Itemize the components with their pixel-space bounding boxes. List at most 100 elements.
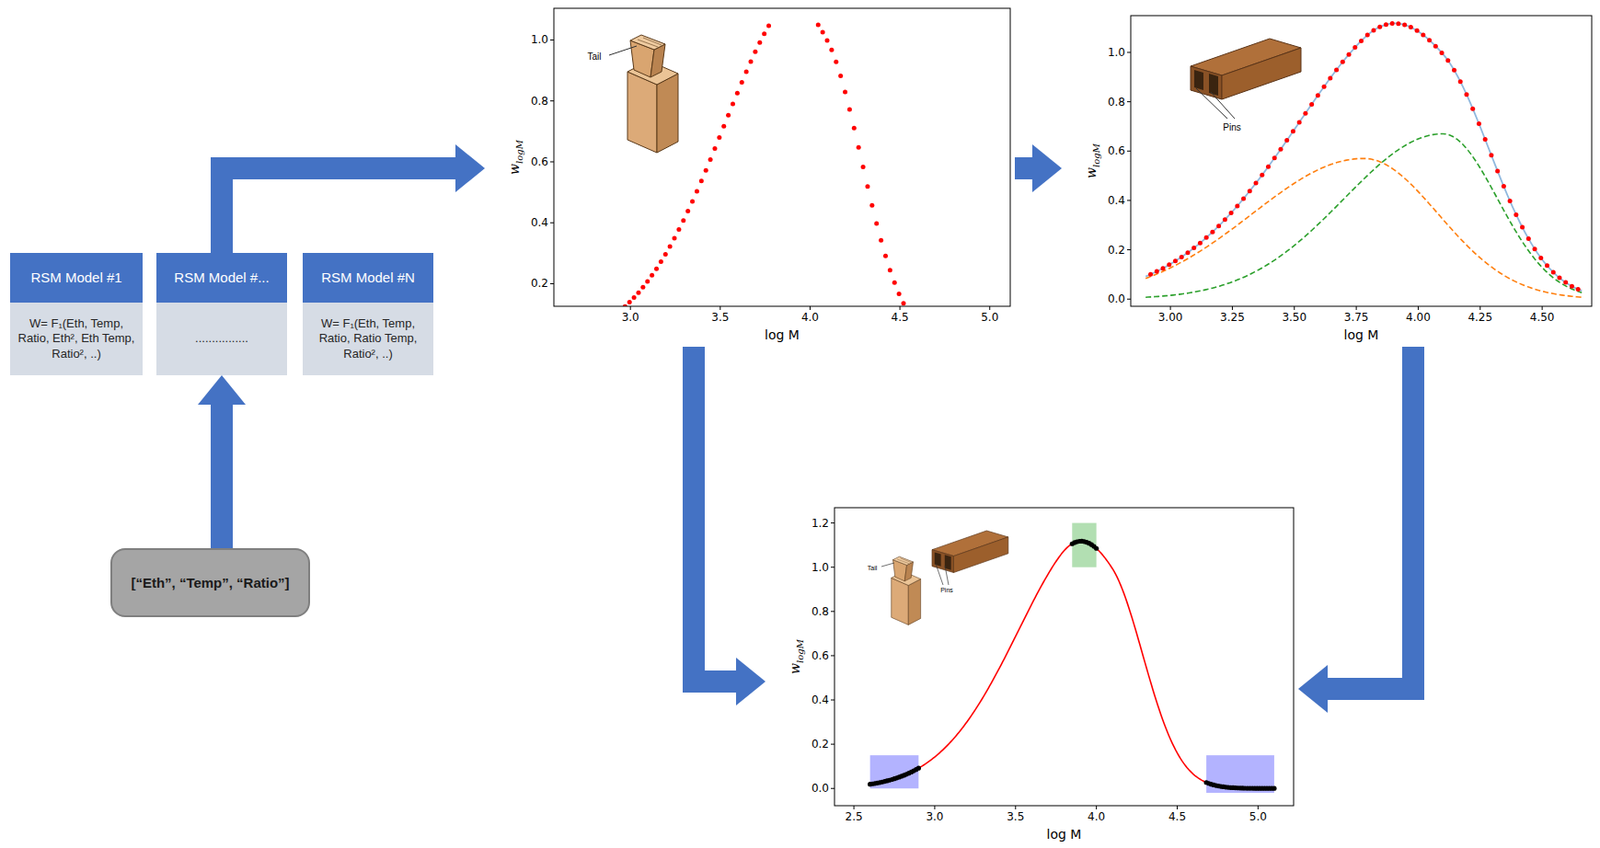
data-point (703, 168, 709, 173)
box-body: W= F₁(Eth, Temp, Ratio, Ratio Temp, Rati… (302, 302, 434, 376)
x-tick-label: 4.00 (1405, 311, 1431, 323)
x-tick-label: 3.0 (925, 811, 944, 823)
x-tick-label: 3.75 (1344, 311, 1370, 323)
block-arrow (197, 375, 246, 549)
data-point (1302, 111, 1308, 116)
data-point (708, 157, 714, 162)
data-point (716, 135, 722, 140)
x-tick-label: 4.50 (1530, 311, 1555, 323)
box-body: ................ (156, 302, 288, 376)
x-tick-label: 4.0 (801, 311, 819, 323)
data-point (1247, 188, 1253, 194)
tick (1170, 306, 1172, 311)
y-tick-label: 0.6 (1107, 145, 1126, 157)
axes-frame (834, 507, 1294, 806)
data-point (1290, 128, 1296, 134)
data-point (1154, 269, 1160, 275)
data-point (1197, 241, 1203, 246)
data-point (1216, 223, 1221, 229)
data-point (1204, 235, 1209, 241)
tick (830, 788, 835, 790)
arrow-shaft (693, 346, 737, 682)
data-point (901, 300, 907, 306)
data-point (887, 267, 893, 273)
data-point (856, 145, 862, 150)
tick (1127, 199, 1131, 201)
leader-line (881, 563, 895, 567)
tick (550, 100, 554, 102)
plot-area (613, 23, 929, 307)
chart-plot (550, 8, 1011, 335)
data-point (644, 279, 650, 285)
chart-panel: 1.00.80.60.40.20.03.003.253.503.754.004.… (1061, 15, 1597, 347)
data-point (820, 30, 826, 35)
y-tick-label: 0.0 (1107, 293, 1126, 305)
data-point (685, 208, 691, 214)
tick (1293, 306, 1295, 311)
data-point (833, 59, 839, 65)
box-heading: RSM Model #1 (10, 253, 143, 303)
highlight-region (1206, 755, 1275, 794)
tick-marks (1127, 52, 1543, 311)
pins-illustration (1190, 38, 1301, 100)
x-tick-label: 4.25 (1467, 311, 1493, 323)
data-point (658, 259, 664, 265)
data-point (1327, 75, 1333, 81)
data-point (752, 49, 758, 55)
tick (989, 306, 990, 311)
arrow-head (736, 657, 766, 706)
tick (830, 655, 835, 657)
tick (719, 306, 721, 311)
data-point (1544, 263, 1550, 268)
data-point (1222, 217, 1228, 222)
data-point (667, 243, 673, 249)
data-point (627, 299, 633, 305)
y-tick-label: 1.0 (811, 562, 829, 574)
data-point (1358, 38, 1364, 44)
data-point (1352, 45, 1358, 50)
data-point (1569, 284, 1575, 289)
data-point (635, 290, 641, 296)
data-point (694, 189, 700, 195)
data-point (1229, 210, 1234, 216)
data-point (878, 238, 884, 243)
y-tick-label: 0.0 (811, 782, 829, 795)
leader-line (1210, 92, 1235, 119)
component-curve (1145, 133, 1582, 298)
tick (830, 610, 835, 612)
tick (933, 805, 935, 810)
data-point (1538, 255, 1543, 261)
y-axis-label: wlogM (788, 639, 806, 675)
tick (1176, 805, 1178, 810)
data-point (883, 253, 888, 259)
tick (830, 566, 835, 568)
data-point (1179, 254, 1185, 260)
data-point (897, 291, 902, 297)
data-point (1488, 152, 1494, 158)
x-tick-label: 3.5 (1006, 811, 1025, 823)
tick (1014, 805, 1016, 810)
x-tick-label: 3.00 (1158, 311, 1184, 323)
highlight-region (1071, 523, 1096, 568)
arrow-shaft (210, 404, 233, 549)
y-tick-label: 0.8 (530, 95, 549, 107)
model-box: RSM Model #NW= F₁(Eth, Temp, Ratio, Rati… (302, 253, 434, 376)
data-point (1395, 21, 1401, 26)
y-tick-label: 0.4 (530, 217, 549, 229)
y-tick-label: 0.4 (1107, 195, 1126, 207)
data-point (649, 273, 655, 278)
arrow-shaft (221, 168, 456, 254)
y-tick-label: 0.6 (811, 650, 829, 662)
tick (630, 306, 632, 311)
leader-line (944, 565, 949, 586)
tick (1542, 306, 1543, 311)
y-tick-label: 0.8 (811, 606, 829, 618)
data-point (1445, 57, 1451, 63)
tick (1479, 306, 1481, 311)
data-point (1439, 50, 1445, 56)
tick (1095, 805, 1097, 810)
data-point (1433, 44, 1439, 49)
